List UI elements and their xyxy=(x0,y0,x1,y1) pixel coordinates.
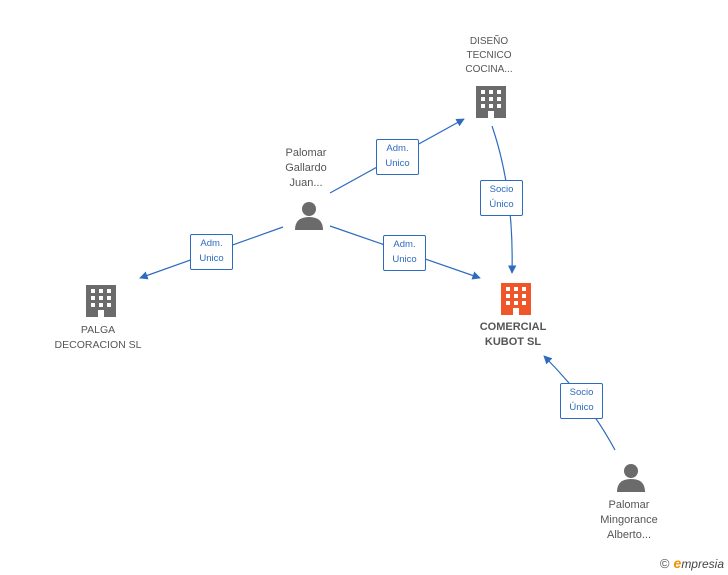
node-label-diseno[interactable]: DISEÑO TECNICO COCINA... xyxy=(465,36,513,75)
copyright-icon: © xyxy=(659,555,670,571)
person-icon-palomar-gallardo[interactable] xyxy=(295,202,323,230)
relation-badge-line2: Unico xyxy=(199,253,224,264)
relation-badge-line2: Unico xyxy=(392,254,417,265)
building-icon-comercial[interactable] xyxy=(501,283,531,315)
relation-badge-line1: Socio xyxy=(489,184,514,195)
relation-badge-e4[interactable]: Socio Único xyxy=(480,180,523,216)
node-label-palga[interactable]: PALGA DECORACION SL xyxy=(54,324,142,351)
building-icon-diseno[interactable] xyxy=(476,86,506,118)
brand-logo[interactable]: © empresia xyxy=(660,555,724,571)
node-label-comercial[interactable]: COMERCIAL KUBOT SL xyxy=(479,321,547,348)
relation-badge-line2: Único xyxy=(569,402,594,413)
brand-name: empresia xyxy=(673,555,724,571)
relation-badge-e5[interactable]: Socio Único xyxy=(560,383,603,419)
building-icon-palga[interactable] xyxy=(86,285,116,317)
relation-badge-line1: Adm. xyxy=(393,239,416,250)
relation-badge-e2[interactable]: Adm. Unico xyxy=(190,234,233,270)
relation-badge-line1: Socio xyxy=(569,387,594,398)
relation-badge-line2: Unico xyxy=(385,158,410,169)
node-label-palomar-mingorance[interactable]: Palomar Mingorance Alberto... xyxy=(600,499,658,541)
relation-badge-e3[interactable]: Adm. Unico xyxy=(383,235,426,271)
relation-badge-line2: Único xyxy=(489,199,514,210)
relation-badge-e1[interactable]: Adm. Unico xyxy=(376,139,419,175)
relation-badge-line1: Adm. xyxy=(200,238,223,249)
person-icon-palomar-mingorance[interactable] xyxy=(617,464,645,492)
relation-badge-line1: Adm. xyxy=(386,143,409,154)
node-label-palomar-gallardo[interactable]: Palomar Gallardo Juan... xyxy=(285,147,327,189)
